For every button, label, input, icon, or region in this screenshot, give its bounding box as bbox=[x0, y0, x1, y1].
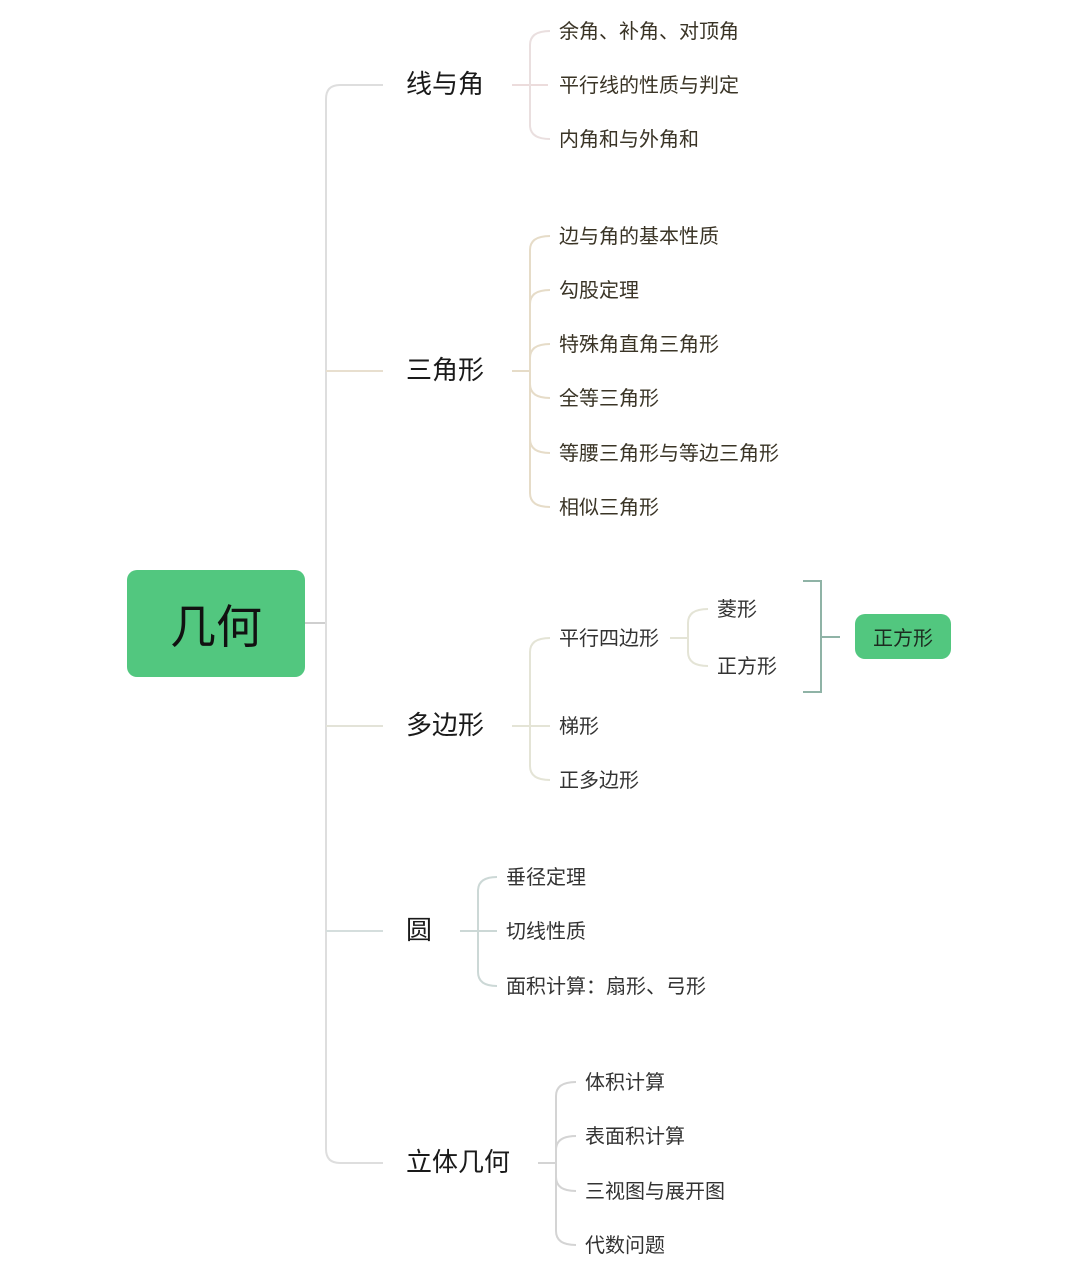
topic-node[interactable]: 全等三角形 bbox=[559, 386, 659, 410]
topic-node[interactable]: 特殊角直角三角形 bbox=[559, 332, 719, 356]
topic-node[interactable]: 余角、补角、对顶角 bbox=[559, 19, 739, 43]
topic-node[interactable]: 相似三角形 bbox=[559, 495, 659, 519]
topic-node[interactable]: 内角和与外角和 bbox=[559, 127, 699, 151]
branch-triangles[interactable]: 三角形 bbox=[406, 356, 485, 386]
topic-node[interactable]: 垂径定理 bbox=[506, 865, 586, 889]
summary-node[interactable]: 正方形 bbox=[855, 614, 951, 659]
topic-node[interactable]: 边与角的基本性质 bbox=[559, 224, 719, 248]
branch-lines-angles[interactable]: 线与角 bbox=[406, 70, 485, 100]
topic-node[interactable]: 表面积计算 bbox=[585, 1124, 685, 1148]
topic-node[interactable]: 平行线的性质与判定 bbox=[559, 73, 739, 97]
branch-solid-geometry[interactable]: 立体几何 bbox=[406, 1148, 511, 1178]
branch-polygons[interactable]: 多边形 bbox=[406, 711, 485, 741]
branch-circle[interactable]: 圆 bbox=[406, 916, 433, 946]
topic-node[interactable]: 三视图与展开图 bbox=[585, 1179, 725, 1203]
topic-node[interactable]: 梯形 bbox=[559, 714, 599, 738]
topic-node[interactable]: 面积计算：扇形、弓形 bbox=[506, 974, 706, 998]
topic-node[interactable]: 正多边形 bbox=[559, 768, 639, 792]
root-node[interactable]: 几何 bbox=[127, 570, 305, 677]
summary-label: 正方形 bbox=[873, 626, 933, 650]
root-label: 几何 bbox=[170, 599, 262, 654]
topic-node[interactable]: 勾股定理 bbox=[559, 278, 639, 302]
topic-node[interactable]: 体积计算 bbox=[585, 1070, 665, 1094]
topic-node[interactable]: 正方形 bbox=[717, 654, 777, 678]
topic-node[interactable]: 切线性质 bbox=[506, 919, 586, 943]
topic-node[interactable]: 代数问题 bbox=[585, 1233, 665, 1257]
topic-parallelogram[interactable]: 平行四边形 bbox=[559, 626, 659, 650]
topic-node[interactable]: 等腰三角形与等边三角形 bbox=[559, 441, 779, 465]
topic-node[interactable]: 菱形 bbox=[717, 597, 757, 621]
